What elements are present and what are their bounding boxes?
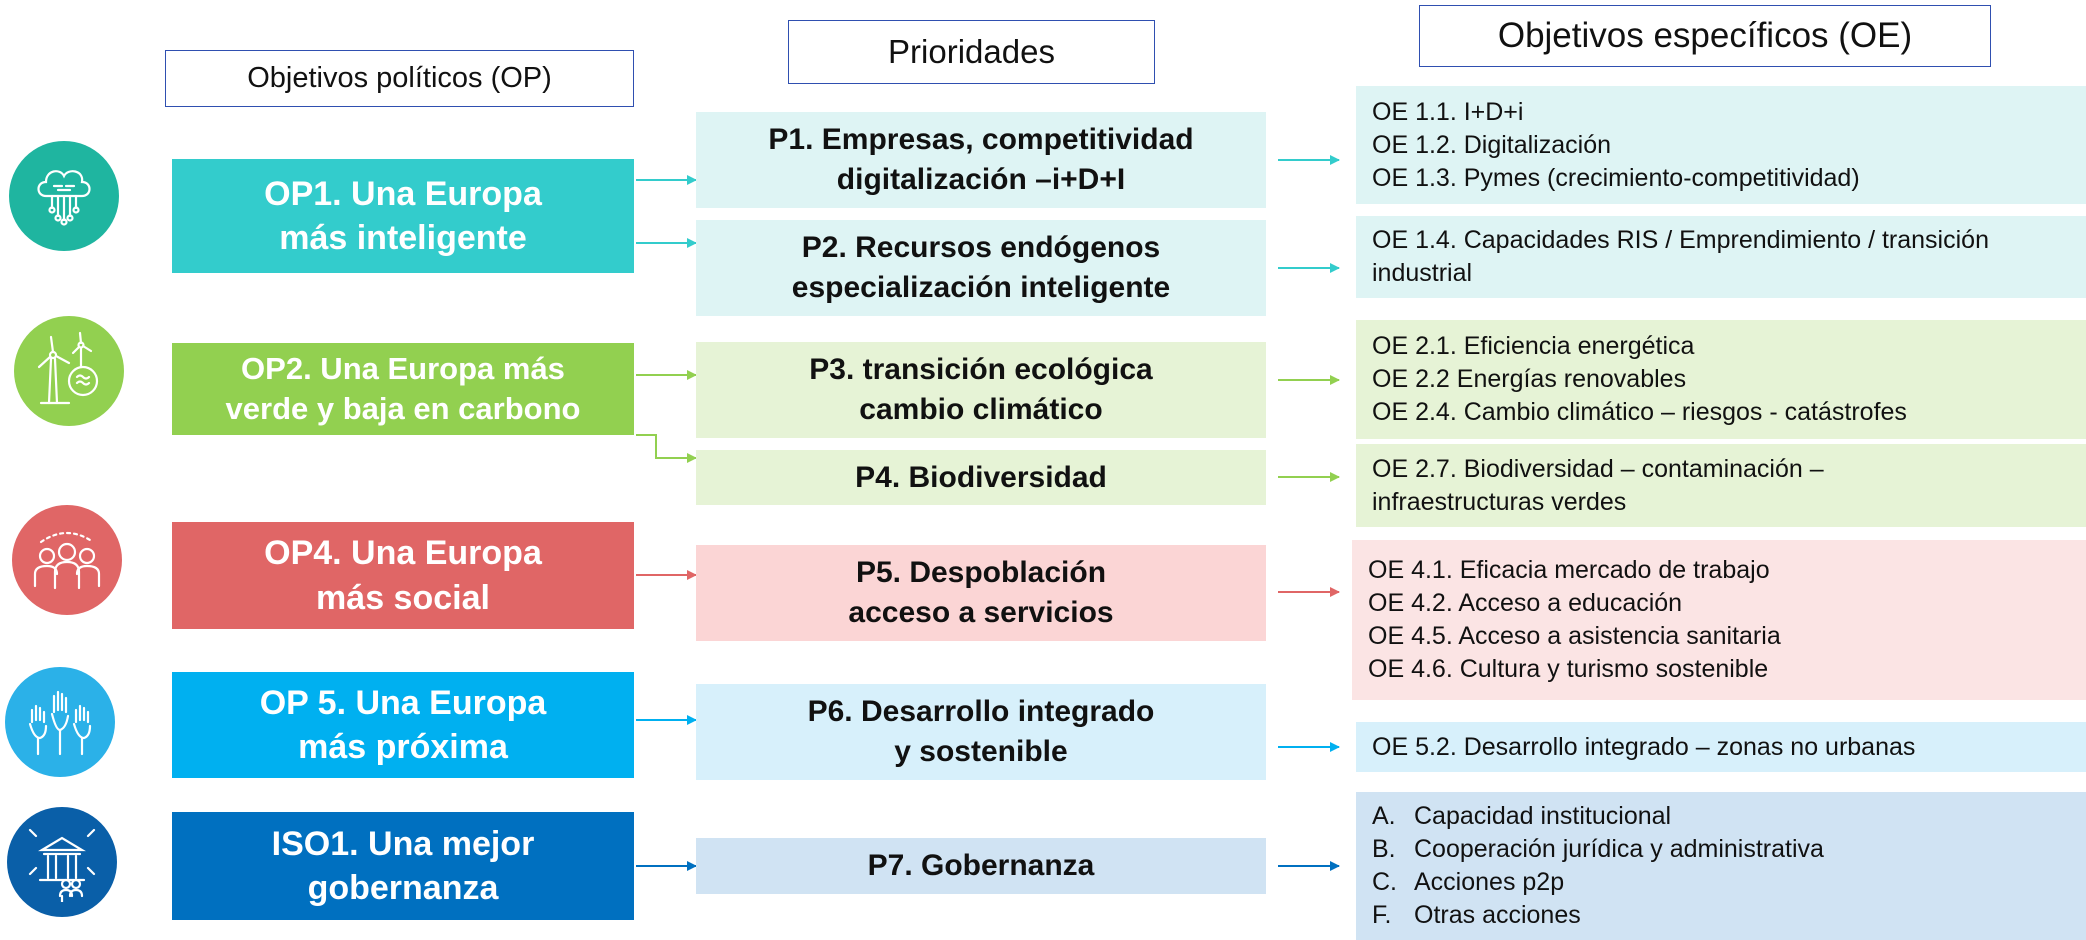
oe-item: OE 4.6. Cultura y turismo sostenible xyxy=(1368,655,1769,683)
arrow-op2-p4 xyxy=(636,434,697,463)
oe-item: OE 1.3. Pymes (crecimiento-competitivida… xyxy=(1372,163,1860,192)
oe-item: B. Cooperación jurídica y administrativa xyxy=(1372,833,2086,866)
p4-label: P4. Biodiversidad xyxy=(855,460,1107,494)
iso1-box: ISO1. Una mejor gobernanza xyxy=(172,812,634,920)
p5-label: P5. Despoblación acceso a servicios xyxy=(848,556,1114,629)
p5-box: P5. Despoblación acceso a servicios xyxy=(696,545,1266,641)
people-group-icon xyxy=(33,531,101,590)
oe-p7-list: A. Capacidad institucional B. Cooperación … xyxy=(1356,792,2086,940)
wind-turbine-icon xyxy=(37,331,99,405)
op5-box: OP 5. Una Europa más próxima xyxy=(172,672,634,778)
p6-box: P6. Desarrollo integrado y sostenible xyxy=(696,684,1266,780)
government-building-icon xyxy=(28,828,96,902)
oe-item: OE 1.4. Capacidades RIS / Emprendimiento… xyxy=(1372,226,1989,287)
p1-label: P1. Empresas, competitividad digitalizac… xyxy=(768,123,1194,196)
p4-box: P4. Biodiversidad xyxy=(696,450,1266,505)
p3-box: P3. transición ecológica cambio climátic… xyxy=(696,342,1266,438)
oe-p4-list: OE 2.7. Biodiversidad – contaminación – … xyxy=(1356,444,2086,527)
header-objetivos-politicos: Objetivos políticos (OP) xyxy=(165,50,634,107)
op1-box: OP1. Una Europa más inteligente xyxy=(172,159,634,273)
p2-box: P2. Recursos endógenos especialización i… xyxy=(696,220,1266,316)
p7-label: P7. Gobernanza xyxy=(867,849,1095,883)
op2-label: OP2. Una Europa más verde y baja en carb… xyxy=(225,350,581,426)
oe-item: C. Acciones p2p xyxy=(1372,866,2086,899)
oe-p2-list: OE 1.4. Capacidades RIS / Emprendimiento… xyxy=(1356,216,2086,298)
oe-item: F. Otras acciones xyxy=(1372,899,2086,932)
circuit-brain-icon xyxy=(37,170,91,226)
oe-text: Cooperación jurídica y administrativa xyxy=(1414,835,1824,863)
oe-item: OE 4.5. Acceso a asistencia sanitaria xyxy=(1368,622,1781,650)
oe-p1-list: OE 1.1. I+D+i OE 1.2. Digitalización OE … xyxy=(1356,86,2086,204)
oe-marker: A. xyxy=(1372,802,1396,830)
oe-item: OE 4.1. Eficacia mercado de trabajo xyxy=(1368,556,1770,584)
oe-item: OE 2.2 Energías renovables xyxy=(1372,365,1687,393)
oe-text: Otras acciones xyxy=(1414,901,1581,929)
p1-box: P1. Empresas, competitividad digitalizac… xyxy=(696,112,1266,208)
op4-icon-circle xyxy=(12,505,122,615)
oe-p3-list: OE 2.1. Eficiencia energética OE 2.2 Ene… xyxy=(1356,320,2086,439)
oe-item: OE 2.1. Eficiencia energética xyxy=(1372,332,1695,360)
raised-hands-icon xyxy=(28,690,92,756)
op1-icon-circle xyxy=(9,141,119,251)
p7-box: P7. Gobernanza xyxy=(696,838,1266,894)
oe-item: OE 5.2. Desarrollo integrado – zonas no … xyxy=(1372,732,1916,761)
header-prioridades: Prioridades xyxy=(788,20,1155,84)
oe-item: OE 2.7. Biodiversidad – contaminación – … xyxy=(1372,454,1824,516)
oe-marker: B. xyxy=(1372,835,1396,863)
oe-marker: F. xyxy=(1372,901,1392,929)
iso1-label: ISO1. Una mejor gobernanza xyxy=(271,824,535,907)
op1-label: OP1. Una Europa más inteligente xyxy=(264,174,542,257)
oe-item: OE 4.2. Acceso a educación xyxy=(1368,589,1683,617)
op4-label: OP4. Una Europa más social xyxy=(264,534,542,617)
op2-icon-circle xyxy=(14,316,124,426)
oe-item: OE 2.4. Cambio climático – riesgos - cat… xyxy=(1372,398,1907,426)
op2-box: OP2. Una Europa más verde y baja en carb… xyxy=(172,343,634,435)
oe-p5-list: OE 4.1. Eficacia mercado de trabajo OE 4… xyxy=(1352,540,2086,700)
p3-label: P3. transición ecológica cambio climátic… xyxy=(809,353,1153,426)
iso1-icon-circle xyxy=(7,807,117,917)
oe-item: A. Capacidad institucional xyxy=(1372,800,2086,833)
p2-label: P2. Recursos endógenos especialización i… xyxy=(791,231,1171,304)
oe-text: Acciones p2p xyxy=(1414,868,1565,896)
oe-item: OE 1.1. I+D+i xyxy=(1372,97,1524,126)
op5-label: OP 5. Una Europa más próxima xyxy=(259,683,547,766)
oe-item: OE 1.2. Digitalización xyxy=(1372,130,1612,159)
op5-icon-circle xyxy=(5,667,115,777)
oe-p6-list: OE 5.2. Desarrollo integrado – zonas no … xyxy=(1356,722,2086,772)
oe-text: Capacidad institucional xyxy=(1414,802,1672,830)
p6-label: P6. Desarrollo integrado y sostenible xyxy=(807,695,1155,768)
header-objetivos-especificos: Objetivos específicos (OE) xyxy=(1419,5,1991,67)
oe-marker: C. xyxy=(1372,868,1397,896)
op4-box: OP4. Una Europa más social xyxy=(172,522,634,629)
